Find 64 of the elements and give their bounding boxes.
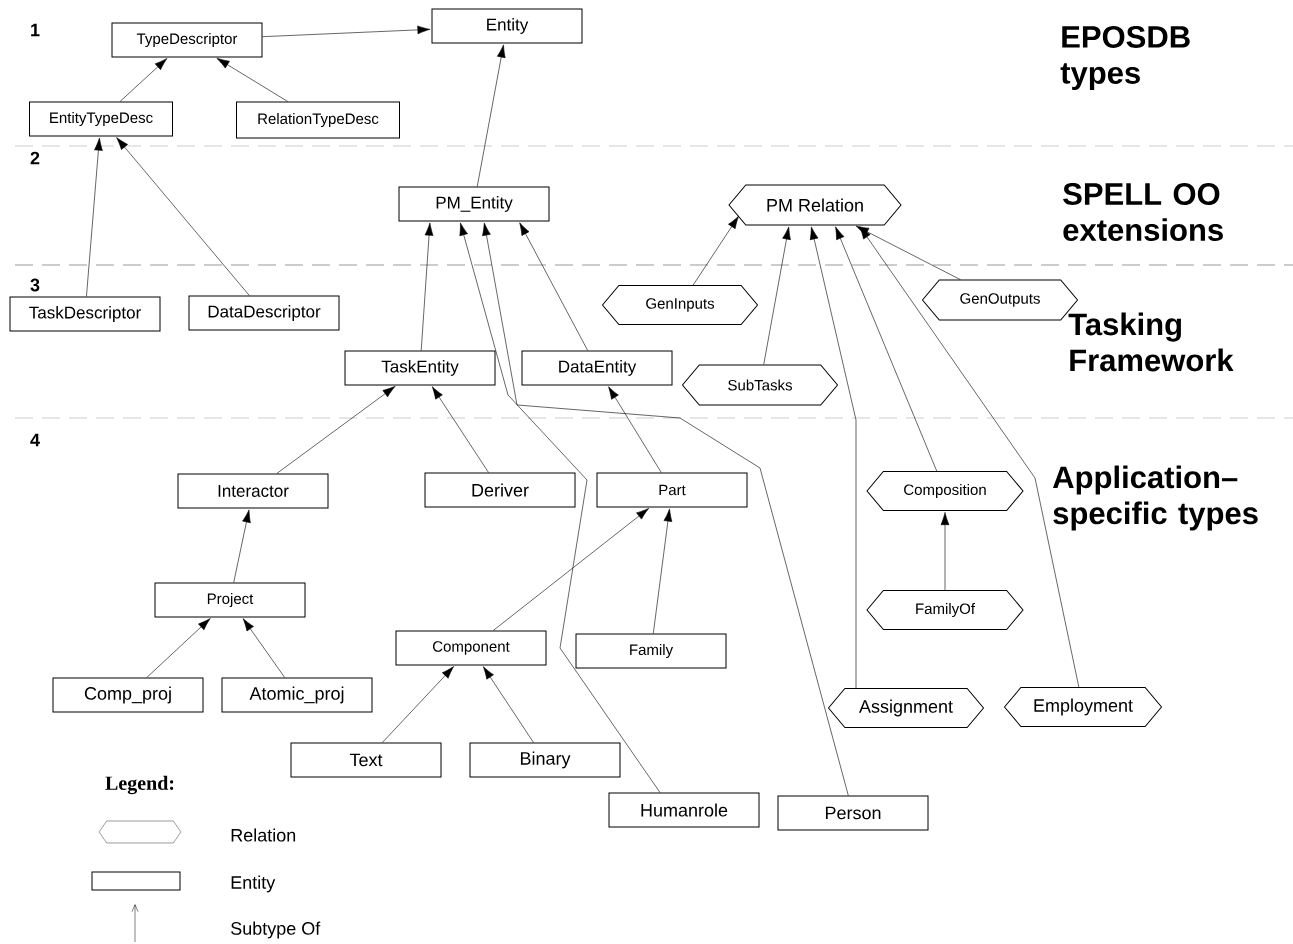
entity-box: Person (777, 795, 929, 831)
entity-box: Project (154, 582, 306, 618)
relation-hexagon: Employment (1004, 687, 1162, 727)
legend-label: Relation (231, 828, 296, 842)
entity-box: PM_Entity (398, 186, 550, 222)
entity-box: TypeDescriptor (111, 22, 263, 58)
arrow (809, 226, 857, 689)
entity-box: Family (575, 633, 727, 669)
arrow (276, 386, 396, 474)
arrow (835, 226, 938, 472)
arrow (382, 666, 454, 743)
entity-box: EntityTypeDesc (29, 101, 173, 137)
arrow (420, 222, 434, 351)
entity-box: Text (290, 742, 442, 778)
entity-box: DataDescriptor (188, 295, 340, 331)
arrow (608, 386, 662, 473)
arrow (476, 44, 506, 187)
arrow (482, 222, 849, 796)
arrow (763, 226, 791, 365)
relation-hexagon: SubTasks (682, 364, 838, 406)
entity-box: Binary (469, 742, 621, 778)
arrow (692, 215, 739, 286)
arrow (146, 618, 211, 678)
arrow (242, 618, 285, 678)
relation-hexagon: Composition (866, 471, 1024, 511)
band-number: 1 (31, 23, 40, 37)
arrow (86, 137, 103, 297)
arrow (116, 137, 250, 296)
entity-box: RelationTypeDesc (236, 101, 400, 139)
entity-box: Entity (431, 8, 583, 44)
relation-hexagon: GenInputs (602, 285, 758, 325)
relation-hexagon: PM Relation (728, 184, 902, 226)
entity-box: Part (596, 472, 748, 508)
legend-label: Entity (231, 875, 276, 893)
legend-title: Legend: (105, 775, 174, 795)
band-title: EPOSDB types (1060, 25, 1190, 91)
arrow (940, 512, 950, 591)
entity-box: Atomic_proj (221, 677, 373, 713)
arrow (855, 225, 961, 280)
arrow (216, 57, 289, 102)
band-title: SPELL OO extensions (1063, 183, 1223, 241)
arrow (119, 58, 168, 102)
band-number: 4 (30, 433, 40, 447)
arrow (459, 222, 661, 793)
arrow (262, 25, 431, 37)
entity-box: Deriver (424, 472, 576, 508)
legend-label: Subtype Of (231, 921, 321, 939)
band-title: Application– specific types (1053, 465, 1258, 531)
relation-hexagon: Assignment (828, 688, 984, 728)
arrow (653, 508, 673, 634)
arrow (519, 222, 588, 351)
entity-box: Interactor (177, 473, 329, 509)
relation-hexagon: FamilyOf (866, 590, 1024, 630)
arrow (431, 386, 489, 473)
arrow (483, 666, 534, 743)
entity-box: TaskDescriptor (9, 296, 161, 332)
entity-box: TaskEntity (344, 350, 496, 386)
entity-box: Comp_proj (52, 677, 204, 713)
entity-box: Humanrole (608, 792, 760, 828)
arrow (492, 508, 649, 631)
entity-box: DataEntity (521, 350, 673, 386)
arrow (233, 509, 251, 583)
entity-box: Component (395, 630, 547, 666)
arrow (859, 226, 1080, 688)
